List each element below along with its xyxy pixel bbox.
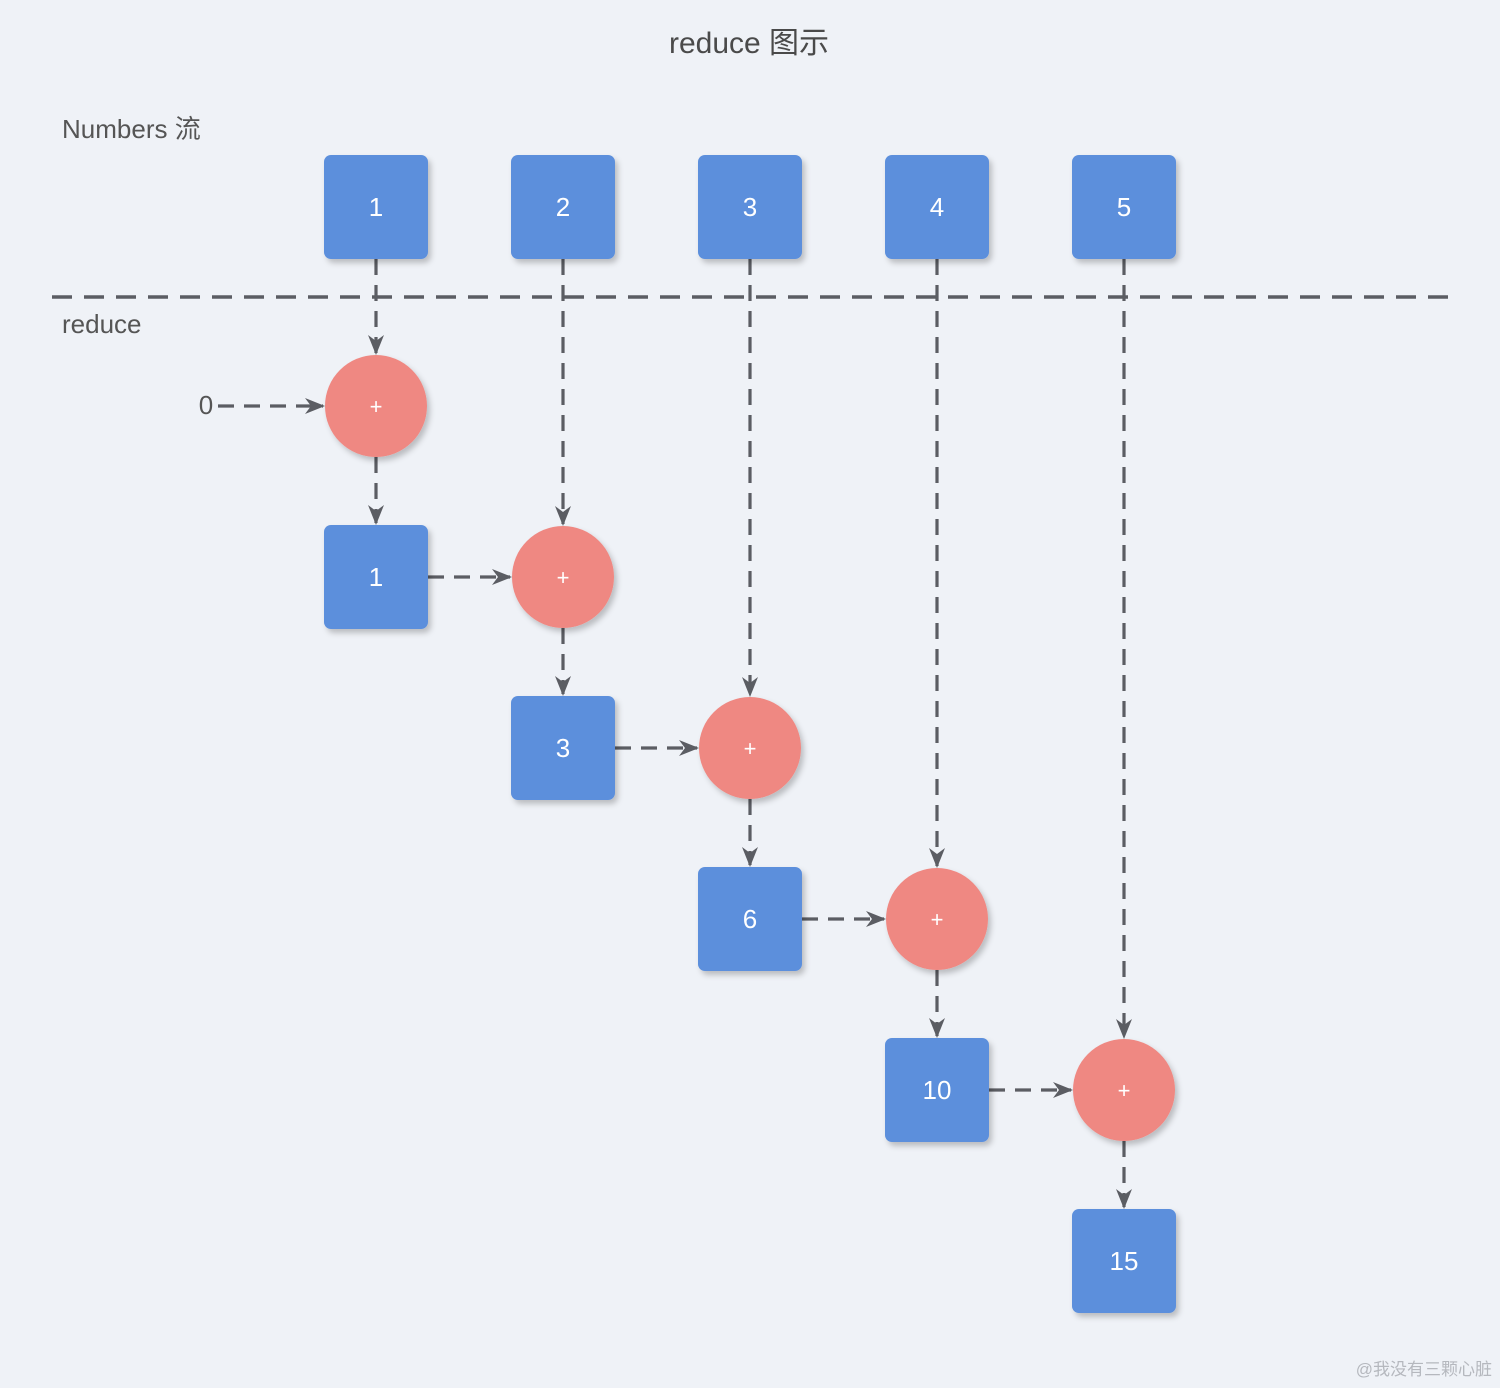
reduce-operator-4-symbol: + <box>931 907 944 932</box>
accumulated-value-4: 10 <box>885 1038 989 1142</box>
source-value-1-text: 1 <box>369 192 383 222</box>
accumulated-value-1: 1 <box>324 525 428 629</box>
watermark: @我没有三颗心脏 <box>1356 1360 1492 1379</box>
seed-value: 0 <box>199 390 213 420</box>
reduce-operator-5-symbol: + <box>1118 1078 1131 1103</box>
source-value-1: 1 <box>324 155 428 259</box>
reduce-operator-1-symbol: + <box>370 394 383 419</box>
accumulated-value-5-box <box>1072 1209 1176 1313</box>
reduce-operator-2: + <box>512 526 614 628</box>
nodes-layer: 1 +1 2 +3 3 +6 4 +10 5 +15 <box>324 155 1176 1313</box>
source-value-5-text: 5 <box>1117 192 1131 222</box>
accumulated-value-1-box <box>324 525 428 629</box>
source-value-4: 4 <box>885 155 989 259</box>
accumulated-value-1-text: 1 <box>369 562 383 592</box>
accumulated-value-5: 15 <box>1072 1209 1176 1313</box>
source-value-1-box <box>324 155 428 259</box>
diagram-title: reduce 图示 <box>669 27 829 60</box>
arrows-layer <box>218 259 1132 1209</box>
accumulated-value-3: 6 <box>698 867 802 971</box>
operator-label: reduce <box>62 309 142 339</box>
reduce-operator-1: + <box>325 355 427 457</box>
reduce-operator-5-circle <box>1073 1039 1175 1141</box>
source-value-2-box <box>511 155 615 259</box>
reduce-operator-4-circle <box>886 868 988 970</box>
source-value-5-box <box>1072 155 1176 259</box>
reduce-operator-5: + <box>1073 1039 1175 1141</box>
reduce-operator-2-circle <box>512 526 614 628</box>
reduce-operator-3: + <box>699 697 801 799</box>
reduce-operator-3-circle <box>699 697 801 799</box>
accumulated-value-3-box <box>698 867 802 971</box>
reduce-operator-1-circle <box>325 355 427 457</box>
reduce-operator-2-symbol: + <box>557 565 570 590</box>
source-value-3: 3 <box>698 155 802 259</box>
reduce-operator-4: + <box>886 868 988 970</box>
source-value-3-box <box>698 155 802 259</box>
source-value-2: 2 <box>511 155 615 259</box>
accumulated-value-2: 3 <box>511 696 615 800</box>
accumulated-value-5-text: 15 <box>1110 1246 1139 1276</box>
accumulated-value-4-text: 10 <box>923 1075 952 1105</box>
source-value-3-text: 3 <box>743 192 757 222</box>
accumulated-value-2-text: 3 <box>556 733 570 763</box>
accumulated-value-2-box <box>511 696 615 800</box>
accumulated-value-3-text: 6 <box>743 904 757 934</box>
reduce-operator-3-symbol: + <box>744 736 757 761</box>
source-stream-label: Numbers 流 <box>62 114 201 144</box>
source-value-4-box <box>885 155 989 259</box>
accumulated-value-4-box <box>885 1038 989 1142</box>
source-value-4-text: 4 <box>930 192 944 222</box>
source-value-2-text: 2 <box>556 192 570 222</box>
source-value-5: 5 <box>1072 155 1176 259</box>
